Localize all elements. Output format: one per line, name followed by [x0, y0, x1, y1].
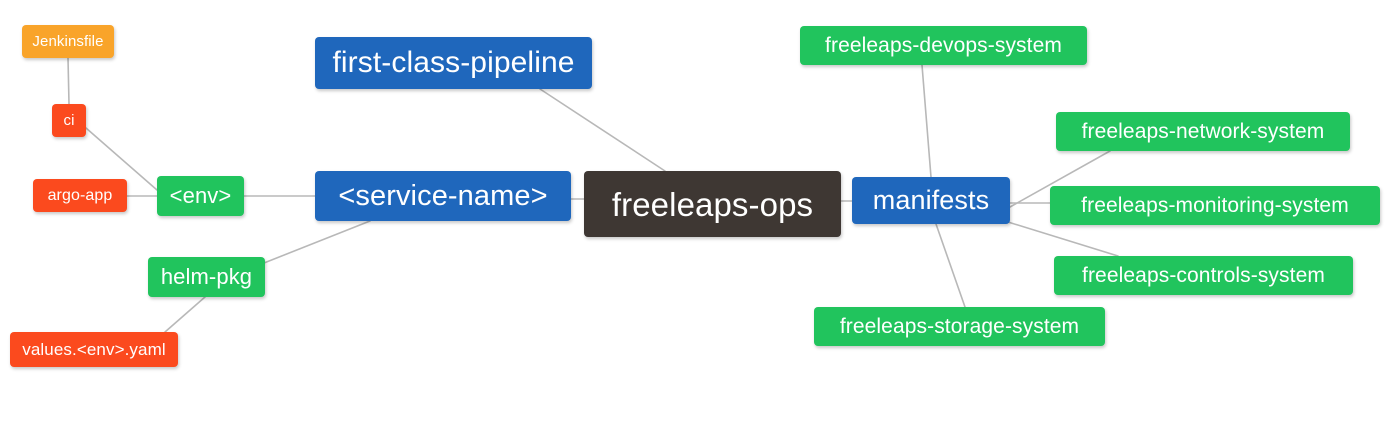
node-service-name[interactable]: <service-name>	[315, 171, 571, 221]
node-ci[interactable]: ci	[52, 104, 86, 137]
edge-manifests-storage	[935, 223, 966, 308]
node-label: <env>	[169, 183, 232, 208]
node-label: freeleaps-devops-system	[825, 34, 1062, 57]
node-label: freeleaps-controls-system	[1082, 264, 1325, 287]
edge-manifests-devops	[921, 64, 932, 178]
node-label: helm-pkg	[160, 264, 253, 289]
node-label: freeleaps-ops	[611, 185, 814, 223]
node-label: values.<env>.yaml	[22, 340, 166, 359]
node-values-yaml[interactable]: values.<env>.yaml	[10, 332, 178, 367]
node-label: freeleaps-network-system	[1081, 120, 1325, 143]
edge-pipeline-ops	[539, 88, 666, 172]
edge-jenkinsfile-ci	[67, 57, 70, 105]
node-helm-pkg[interactable]: helm-pkg	[148, 257, 265, 297]
node-label: argo-app	[47, 186, 113, 204]
node-label: manifests	[872, 185, 990, 215]
node-label: freeleaps-monitoring-system	[1081, 194, 1349, 217]
edge-valuesyaml-helmpkg	[164, 296, 206, 333]
node-label: first-class-pipeline	[332, 46, 575, 79]
node-manifests[interactable]: manifests	[852, 177, 1010, 224]
node-first-class-pipeline[interactable]: first-class-pipeline	[315, 37, 592, 89]
node-argo-app[interactable]: argo-app	[33, 179, 127, 212]
node-label: <service-name>	[338, 179, 548, 212]
node-env[interactable]: <env>	[157, 176, 244, 216]
node-label: ci	[63, 112, 75, 129]
node-freeleaps-monitoring-system[interactable]: freeleaps-monitoring-system	[1050, 186, 1380, 225]
node-freeleaps-network-system[interactable]: freeleaps-network-system	[1056, 112, 1350, 151]
edge-manifests-controls	[1007, 221, 1119, 257]
node-freeleaps-controls-system[interactable]: freeleaps-controls-system	[1054, 256, 1353, 295]
edge-helmpkg-servicename	[263, 220, 371, 264]
node-label: freeleaps-storage-system	[839, 315, 1080, 338]
node-freeleaps-ops[interactable]: freeleaps-ops	[584, 171, 841, 237]
node-jenkinsfile[interactable]: Jenkinsfile	[22, 25, 114, 58]
node-label: Jenkinsfile	[32, 33, 104, 50]
node-freeleaps-storage-system[interactable]: freeleaps-storage-system	[814, 307, 1105, 346]
node-freeleaps-devops-system[interactable]: freeleaps-devops-system	[800, 26, 1087, 65]
